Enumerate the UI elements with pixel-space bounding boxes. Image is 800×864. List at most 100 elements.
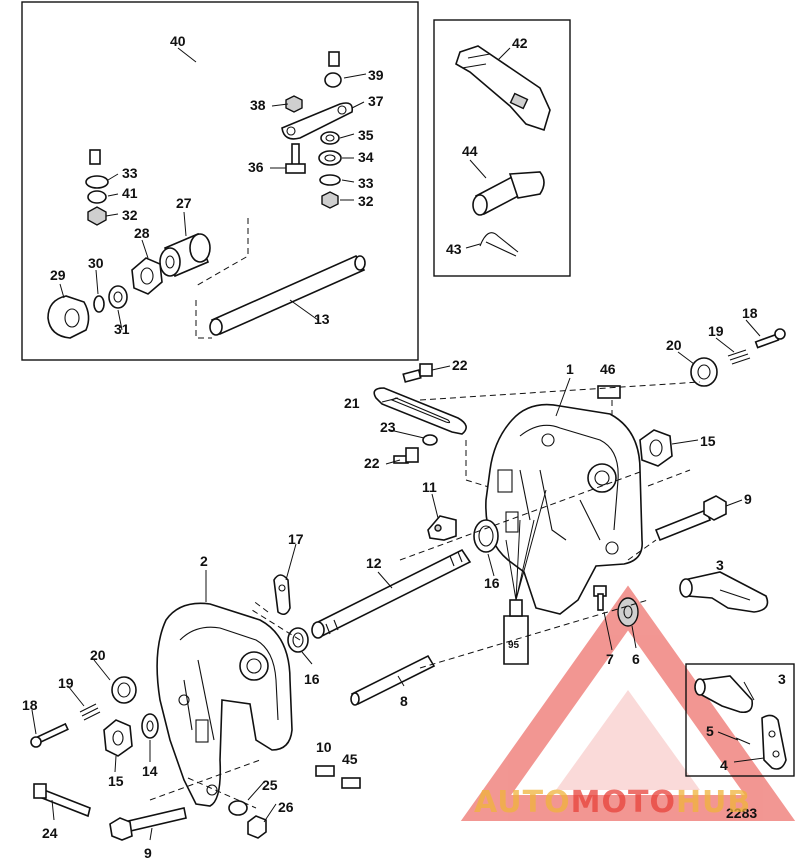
callout-33-right: 33 <box>358 175 374 191</box>
bushing-31 <box>108 285 128 309</box>
sleeve-27 <box>159 232 211 278</box>
bolt-7 <box>593 585 607 611</box>
callout-26: 26 <box>278 799 294 815</box>
callout-43: 43 <box>446 241 462 257</box>
bushing-15-right <box>639 429 673 467</box>
nut-32-right <box>321 191 339 209</box>
transom-bracket-2 <box>156 602 293 807</box>
callout-32-right: 32 <box>358 193 374 209</box>
callout-35: 35 <box>358 127 374 143</box>
callout-33-left: 33 <box>122 165 138 181</box>
bolt-9-left <box>109 807 187 841</box>
washer-33-right <box>319 174 341 186</box>
watermark-text: AUTOMOTOHUB <box>474 785 751 820</box>
nut-15-left <box>103 719 133 757</box>
callout-44: 44 <box>462 143 478 159</box>
pin-5 <box>735 737 751 745</box>
callout-25: 25 <box>262 777 278 793</box>
pin-8 <box>350 654 436 706</box>
tilt-tube-12 <box>311 548 472 639</box>
watermark-moto: MOTO <box>571 785 676 820</box>
callout-42: 42 <box>512 35 528 51</box>
spring-19-right <box>727 349 751 365</box>
spring-19-left <box>79 703 101 721</box>
callout-45: 45 <box>342 751 358 767</box>
callout-22-lower: 22 <box>364 455 380 471</box>
tube-13 <box>209 254 366 336</box>
washer-16-right <box>473 519 499 553</box>
diagram-reference-number: 2283 <box>726 805 757 821</box>
callout-19-left: 19 <box>58 675 74 691</box>
callout-40: 40 <box>170 33 186 49</box>
callout-5: 5 <box>706 723 714 739</box>
nut-39 <box>324 72 342 88</box>
nut-32-left <box>87 206 107 226</box>
tilt-lock-lever-3 <box>679 571 769 613</box>
hairpin-clip-43 <box>479 232 519 257</box>
inset-box-tilt-lock <box>685 663 795 777</box>
inset-box-cable-parts <box>433 19 571 277</box>
washer-35 <box>320 131 340 145</box>
sealant-tube-label: 95 <box>508 640 520 651</box>
callout-41: 41 <box>122 185 138 201</box>
inset-box-steering-link <box>21 1 419 361</box>
callout-3-right: 3 <box>716 557 724 573</box>
washer-16-left <box>287 627 309 653</box>
callout-38: 38 <box>250 97 266 113</box>
callout-21: 21 <box>344 395 360 411</box>
bushing-20-right <box>690 357 718 387</box>
callout-20-right: 20 <box>666 337 682 353</box>
callout-9-right: 9 <box>744 491 752 507</box>
washer-14 <box>141 713 159 739</box>
bolt-18-right <box>754 328 786 349</box>
washer-23 <box>422 434 438 446</box>
label-box-45 <box>341 777 361 789</box>
washer-33-left <box>85 175 109 189</box>
nut-38 <box>285 95 303 113</box>
link-plate-37 <box>281 102 354 140</box>
washer-25 <box>228 800 248 816</box>
transom-bracket-1 <box>485 403 643 615</box>
callout-29: 29 <box>50 267 66 283</box>
watermark-hub: HUB <box>676 785 751 820</box>
washer-34 <box>318 150 342 166</box>
callout-32-left: 32 <box>122 207 138 223</box>
callout-9-left: 9 <box>144 845 152 861</box>
link-21 <box>373 387 467 435</box>
watermark-auto: AUTO <box>474 785 571 820</box>
callout-3-detail: 3 <box>778 671 786 687</box>
callout-4: 4 <box>720 757 728 773</box>
callout-16-left: 16 <box>304 671 320 687</box>
bolt-9-right <box>654 495 727 542</box>
bumper-block-11 <box>427 515 457 541</box>
steering-link-rod <box>89 16 340 165</box>
callout-11: 11 <box>422 479 437 495</box>
o-ring-30 <box>93 295 105 313</box>
callout-1: 1 <box>566 361 574 377</box>
callout-46: 46 <box>600 361 616 377</box>
callout-36: 36 <box>248 159 264 175</box>
nut-26 <box>247 815 267 839</box>
callout-22-top: 22 <box>452 357 468 373</box>
callout-13: 13 <box>314 311 330 327</box>
bolt-18-left <box>30 722 69 748</box>
tilt-lock-lever-3-detail <box>694 675 754 714</box>
callout-15-left: 15 <box>108 773 124 789</box>
callout-17: 17 <box>288 531 304 547</box>
callout-30: 30 <box>88 255 104 271</box>
nut-28 <box>131 257 163 295</box>
nut-29 <box>47 295 90 339</box>
bolt-22-top <box>402 363 433 383</box>
callout-24: 24 <box>42 825 58 841</box>
bolt-22-lower <box>393 447 419 464</box>
callout-34: 34 <box>358 149 374 165</box>
callout-23: 23 <box>380 419 396 435</box>
label-box-10 <box>315 765 335 777</box>
callout-18-left: 18 <box>22 697 38 713</box>
lock-plate-4 <box>761 714 787 770</box>
callout-28: 28 <box>134 225 150 241</box>
watermark-triangle-logo <box>460 585 796 821</box>
bolt-24 <box>33 783 91 818</box>
callout-7: 7 <box>606 651 614 667</box>
